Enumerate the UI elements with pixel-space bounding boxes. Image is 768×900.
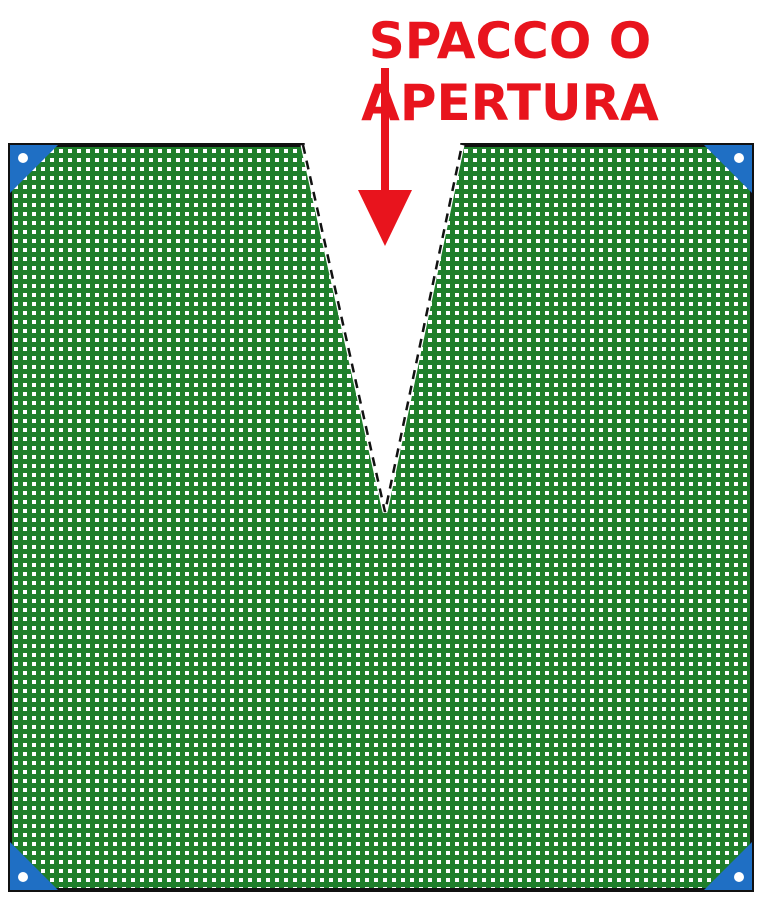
grommet-icon [734,153,744,163]
gap-label-line-1: SPACCO O [369,12,652,70]
gap-label-line-2: APERTURA [361,74,659,132]
tarp-mesh [8,143,754,892]
corner-top-right [704,145,752,193]
gap-outline [300,144,465,513]
grommet-icon [18,872,28,882]
grommet-icon [18,153,28,163]
corner-bottom-right [704,842,752,890]
grommet-icon [734,872,744,882]
arrow-down-icon [358,68,412,246]
corner-bottom-left [10,842,58,890]
corner-top-left [10,145,58,193]
